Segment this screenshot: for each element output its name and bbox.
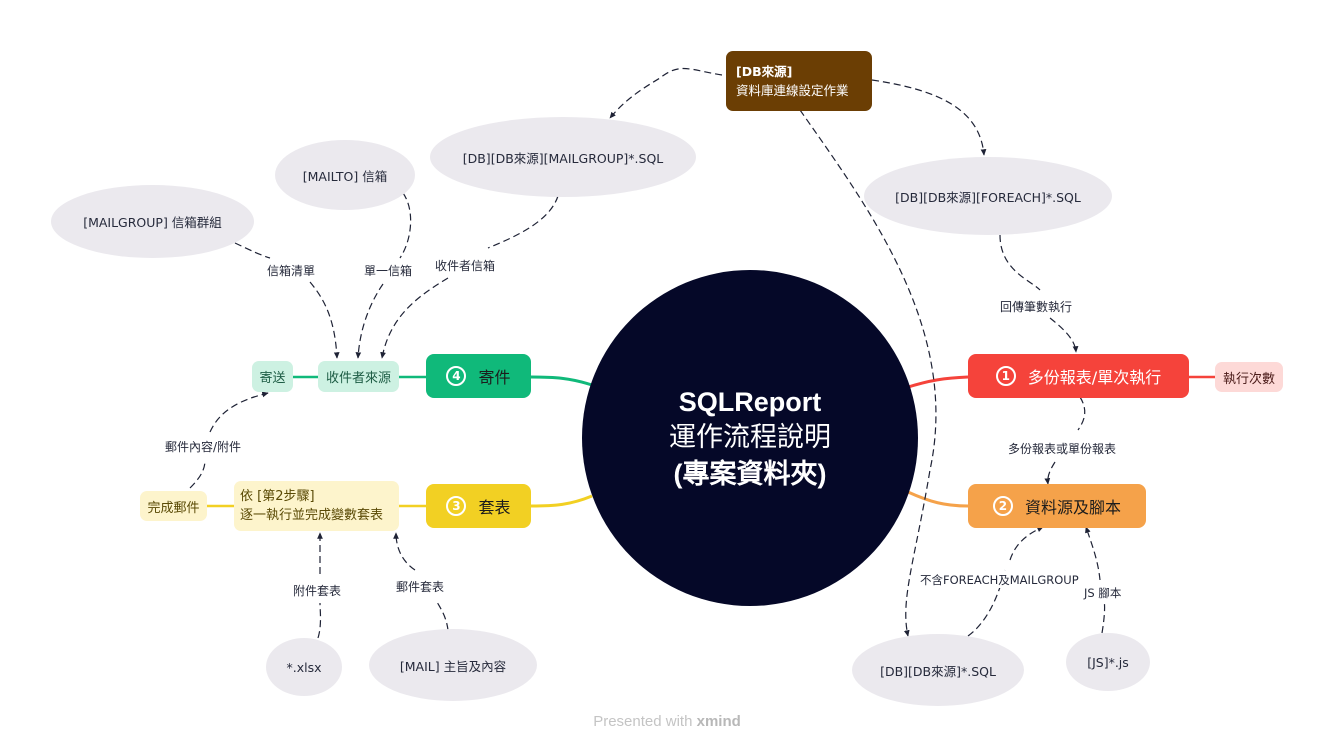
branch-4-send[interactable]: 4 寄件 (426, 354, 531, 398)
rel-branch1-to-branch2 (1048, 396, 1086, 484)
rel-db-to-db-sql (799, 109, 937, 637)
number-4-icon: 4 (446, 366, 467, 386)
sub-fill-line2: 逐一執行並完成變數套表 (240, 508, 384, 523)
sub-send-text: 寄送 (259, 371, 286, 386)
branch-1-multi-report[interactable]: 1 多份報表/單次執行 (968, 354, 1189, 398)
ellipse-mailgroup[interactable]: [MAILGROUP] 信箱群組 (51, 185, 254, 258)
central-topic-title: SQLReport (678, 387, 822, 417)
branch-3-label: 套表 (478, 498, 511, 517)
connector-branch-3 (530, 494, 593, 508)
rel-mail-to-fill (396, 533, 449, 631)
ellipse-db-sql-text: [DB][DB來源]*.SQL (880, 663, 996, 679)
sub-fill-template[interactable]: 依 [第2步驟] 逐一執行並完成變數套表 (234, 481, 399, 531)
rel-label-mail-content: 郵件內容/附件 (163, 438, 244, 455)
ellipse-js-text: [JS]*.js (1087, 654, 1129, 670)
rel-label-mail-tpl: 郵件套表 (394, 578, 447, 595)
rel-js-to-branch2 (1086, 527, 1106, 634)
rel-xlsx-to-fill (318, 533, 321, 639)
sub-send[interactable]: 寄送 (252, 361, 293, 392)
branch-1-label: 多份報表/單次執行 (1027, 368, 1162, 387)
footer-brand-logo: xmind (696, 713, 741, 730)
rel-foreach-to-branch1 (999, 234, 1076, 352)
ellipse-mailgroup-sql[interactable]: [DB][DB來源][MAILGROUP]*.SQL (430, 117, 696, 197)
ellipse-xlsx-text: *.xlsx (286, 659, 322, 675)
ellipse-mail[interactable]: [MAIL] 主旨及內容 (369, 629, 537, 701)
rel-complete-to-send (189, 393, 268, 489)
sub-recipient-source-text: 收件者來源 (325, 371, 391, 386)
rel-mailgroup-to-recipient (234, 242, 337, 358)
rel-db-to-mailgroup-sql (609, 67, 723, 119)
central-topic-line2: 運作流程說明 (669, 422, 831, 453)
number-2-icon: 2 (992, 496, 1013, 516)
central-topic-line3: (專案資料夾) (673, 459, 827, 489)
rel-label-mail-list: 信箱清單 (265, 262, 318, 279)
branch-2-data-source[interactable]: 2 資料源及腳本 (968, 484, 1146, 528)
branch-2-label: 資料源及腳本 (1024, 498, 1121, 517)
branch-4-label: 寄件 (478, 368, 511, 387)
rel-label-js-script: JS 腳本 (1082, 585, 1124, 601)
ellipse-mailto[interactable]: [MAILTO] 信箱 (275, 140, 415, 210)
ellipse-mail-text: [MAIL] 主旨及內容 (399, 658, 507, 674)
rel-label-single-mail: 單一信箱 (362, 262, 415, 279)
ellipse-mailgroup-sql-text: [DB][DB來源][MAILGROUP]*.SQL (462, 150, 664, 166)
connector-branch-2 (907, 490, 969, 508)
central-topic[interactable]: SQLReport 運作流程說明 (專案資料夾) (582, 270, 918, 606)
ellipse-mailgroup-text: [MAILGROUP] 信箱群組 (83, 215, 222, 230)
footer-prefix: Presented with (593, 713, 693, 730)
sub-exec-count[interactable]: 執行次數 (1215, 362, 1283, 392)
sub-complete-mail-text: 完成郵件 (147, 500, 200, 516)
sub-complete-mail[interactable]: 完成郵件 (140, 491, 207, 521)
rel-mailto-to-recipient (358, 192, 412, 358)
ellipse-mailto-text: [MAILTO] 信箱 (302, 168, 388, 184)
rel-mailgroupsql-to-recipient (382, 195, 559, 358)
connector-branch-1 (904, 375, 969, 390)
ellipse-foreach-sql-text: [DB][DB來源][FOREACH]*.SQL (895, 189, 1081, 205)
ellipse-js[interactable]: [JS]*.js (1066, 633, 1150, 691)
number-3-icon: 3 (446, 496, 467, 516)
rel-label-no-foreach: 不含FOREACH及MAILGROUP (918, 572, 1081, 588)
sub-recipient-source[interactable]: 收件者來源 (318, 361, 399, 392)
branch-3-template[interactable]: 3 套表 (426, 484, 531, 528)
rel-label-recipient-mail: 收件者信箱 (433, 257, 498, 274)
sub-exec-count-text: 執行次數 (1222, 371, 1275, 387)
rel-label-attach-tpl: 附件套表 (291, 582, 344, 599)
ellipse-db-sql[interactable]: [DB][DB來源]*.SQL (852, 634, 1024, 706)
sub-fill-line1: 依 [第2步驟] (240, 489, 315, 504)
rel-db-to-foreach-sql (871, 79, 987, 156)
ellipse-xlsx[interactable]: *.xlsx (266, 638, 342, 696)
footer-branding: Presented with xmind (0, 713, 1334, 730)
connector-branch-4 (530, 375, 593, 387)
db-source-node[interactable]: [DB來源] 資料庫連線設定作業 (726, 51, 872, 111)
db-source-title: [DB來源] (736, 64, 793, 79)
number-1-icon: 1 (995, 366, 1016, 386)
db-source-desc: 資料庫連線設定作業 (736, 83, 849, 98)
ellipse-foreach-sql[interactable]: [DB][DB來源][FOREACH]*.SQL (864, 157, 1112, 235)
rel-label-return-count: 回傳筆數執行 (998, 298, 1075, 315)
rel-label-multi-or-single: 多份報表或單份報表 (1006, 440, 1119, 457)
